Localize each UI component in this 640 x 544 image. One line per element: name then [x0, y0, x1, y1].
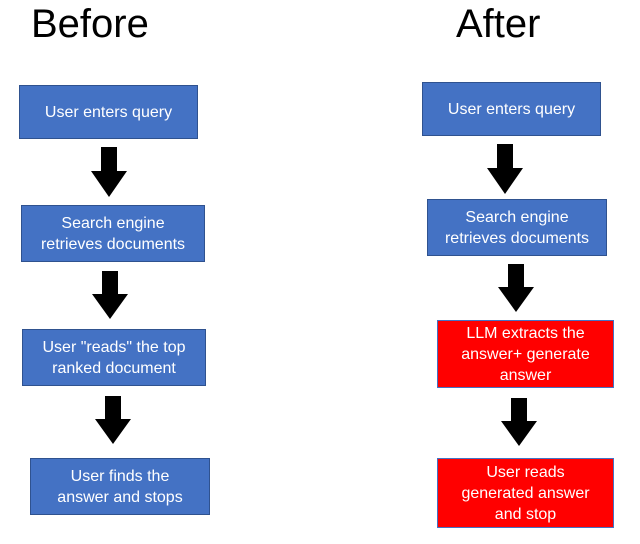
after-step-1-box: User enters query	[422, 82, 601, 136]
before-step-4-box: User finds the answer and stops	[30, 458, 210, 515]
down-arrow-icon	[487, 144, 523, 194]
before-step-3-box: User "reads" the top ranked document	[22, 329, 206, 386]
after-step-4-box: User reads generated answer and stop	[437, 458, 614, 528]
after-step-2-box: Search engine retrieves documents	[427, 199, 607, 256]
down-arrow-icon	[498, 264, 534, 312]
down-arrow-icon	[91, 147, 127, 197]
down-arrow-icon	[92, 271, 128, 319]
before-step-1-box: User enters query	[19, 85, 198, 139]
down-arrow-icon	[95, 396, 131, 444]
before-step-2-box: Search engine retrieves documents	[21, 205, 205, 262]
down-arrow-icon	[501, 398, 537, 446]
after-step-3-box: LLM extracts the answer+ generate answer	[437, 320, 614, 388]
column-heading-before: Before	[31, 2, 149, 46]
column-heading-after: After	[456, 2, 541, 46]
